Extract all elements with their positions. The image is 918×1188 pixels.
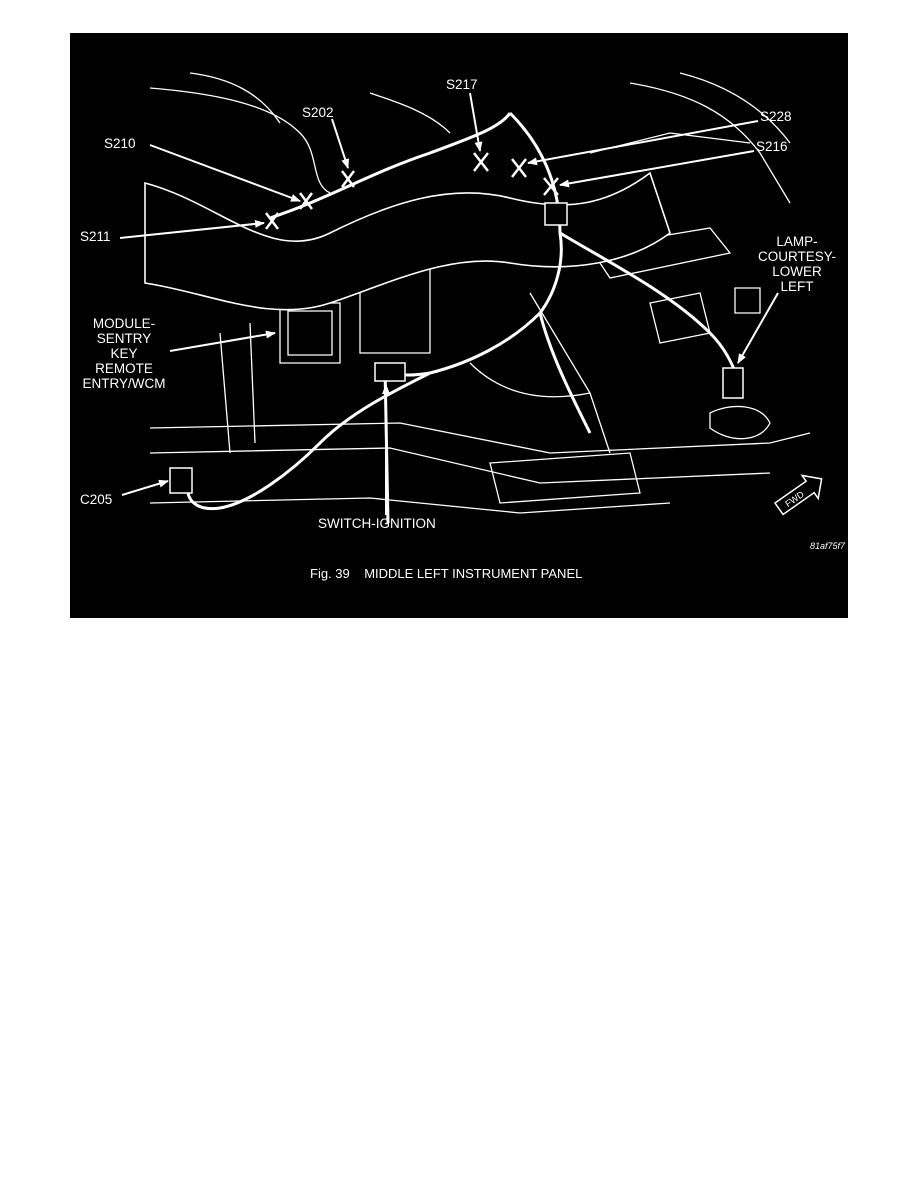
module-line-5: ENTRY/WCM xyxy=(82,376,166,391)
leader-module xyxy=(169,330,276,352)
lamp-line-1: LAMP- xyxy=(776,234,818,249)
callout-s228: S228 xyxy=(760,109,792,124)
leader-s217 xyxy=(469,92,483,152)
ignition-switch-connector xyxy=(374,362,406,382)
leader-s228 xyxy=(527,120,759,166)
connectors xyxy=(169,202,744,494)
leader-s202 xyxy=(331,118,350,169)
module-line-1: MODULE- xyxy=(92,316,156,331)
splice-s228-mark xyxy=(511,158,527,178)
splice-s202-mark xyxy=(341,170,355,188)
callout-s211: S211 xyxy=(80,229,111,244)
callout-s217: S217 xyxy=(446,77,478,92)
callout-switch-ignition: SWITCH-IGNITION xyxy=(318,516,436,531)
callout-s216: S216 xyxy=(756,139,788,154)
fwd-arrow-icon: FWD xyxy=(773,474,823,516)
connector-block xyxy=(544,202,568,226)
splice-s217-mark xyxy=(473,152,489,172)
air-duct xyxy=(144,171,671,311)
splice-s211-mark xyxy=(265,212,279,230)
leader-c205 xyxy=(121,479,169,496)
lamp-line-2: COURTESY- xyxy=(757,249,837,264)
lamp-line-4: LEFT xyxy=(780,279,814,294)
module-line-3: KEY xyxy=(110,346,138,361)
leader-s216 xyxy=(559,150,755,188)
c205-connector-shape xyxy=(169,467,193,494)
leader-s211 xyxy=(119,219,265,239)
figure-id: 81af75f7 xyxy=(810,541,846,551)
module-line-2: SENTRY xyxy=(96,331,152,346)
courtesy-lamp-connector xyxy=(722,367,744,399)
figure-caption: Fig. 39 MIDDLE LEFT INSTRUMENT PANEL xyxy=(310,566,583,581)
callout-lamp-courtesy-lower-left: LAMP- COURTESY- LOWER LEFT xyxy=(747,234,847,294)
callout-module-sentry-key: MODULE- SENTRY KEY REMOTE ENTRY/WCM xyxy=(78,316,170,391)
callout-s202: S202 xyxy=(302,105,334,120)
module-line-4: REMOTE xyxy=(95,361,153,376)
wiring-illustration: FWD xyxy=(119,72,823,524)
leader-lines xyxy=(119,92,779,515)
lamp-line-3: LOWER xyxy=(772,264,822,279)
splice-s216-mark xyxy=(543,177,559,196)
splice-s210-mark xyxy=(299,192,313,210)
callout-c205: C205 xyxy=(80,492,113,507)
splice-marks xyxy=(265,152,559,230)
wiring-diagram-figure: FWD S217 S202 S228 S210 S216 S211 LAMP- … xyxy=(70,33,848,618)
leader-lamp xyxy=(737,292,779,364)
callout-s210: S210 xyxy=(104,136,136,151)
wire-harness xyxy=(186,111,742,524)
leader-s210 xyxy=(149,144,301,202)
